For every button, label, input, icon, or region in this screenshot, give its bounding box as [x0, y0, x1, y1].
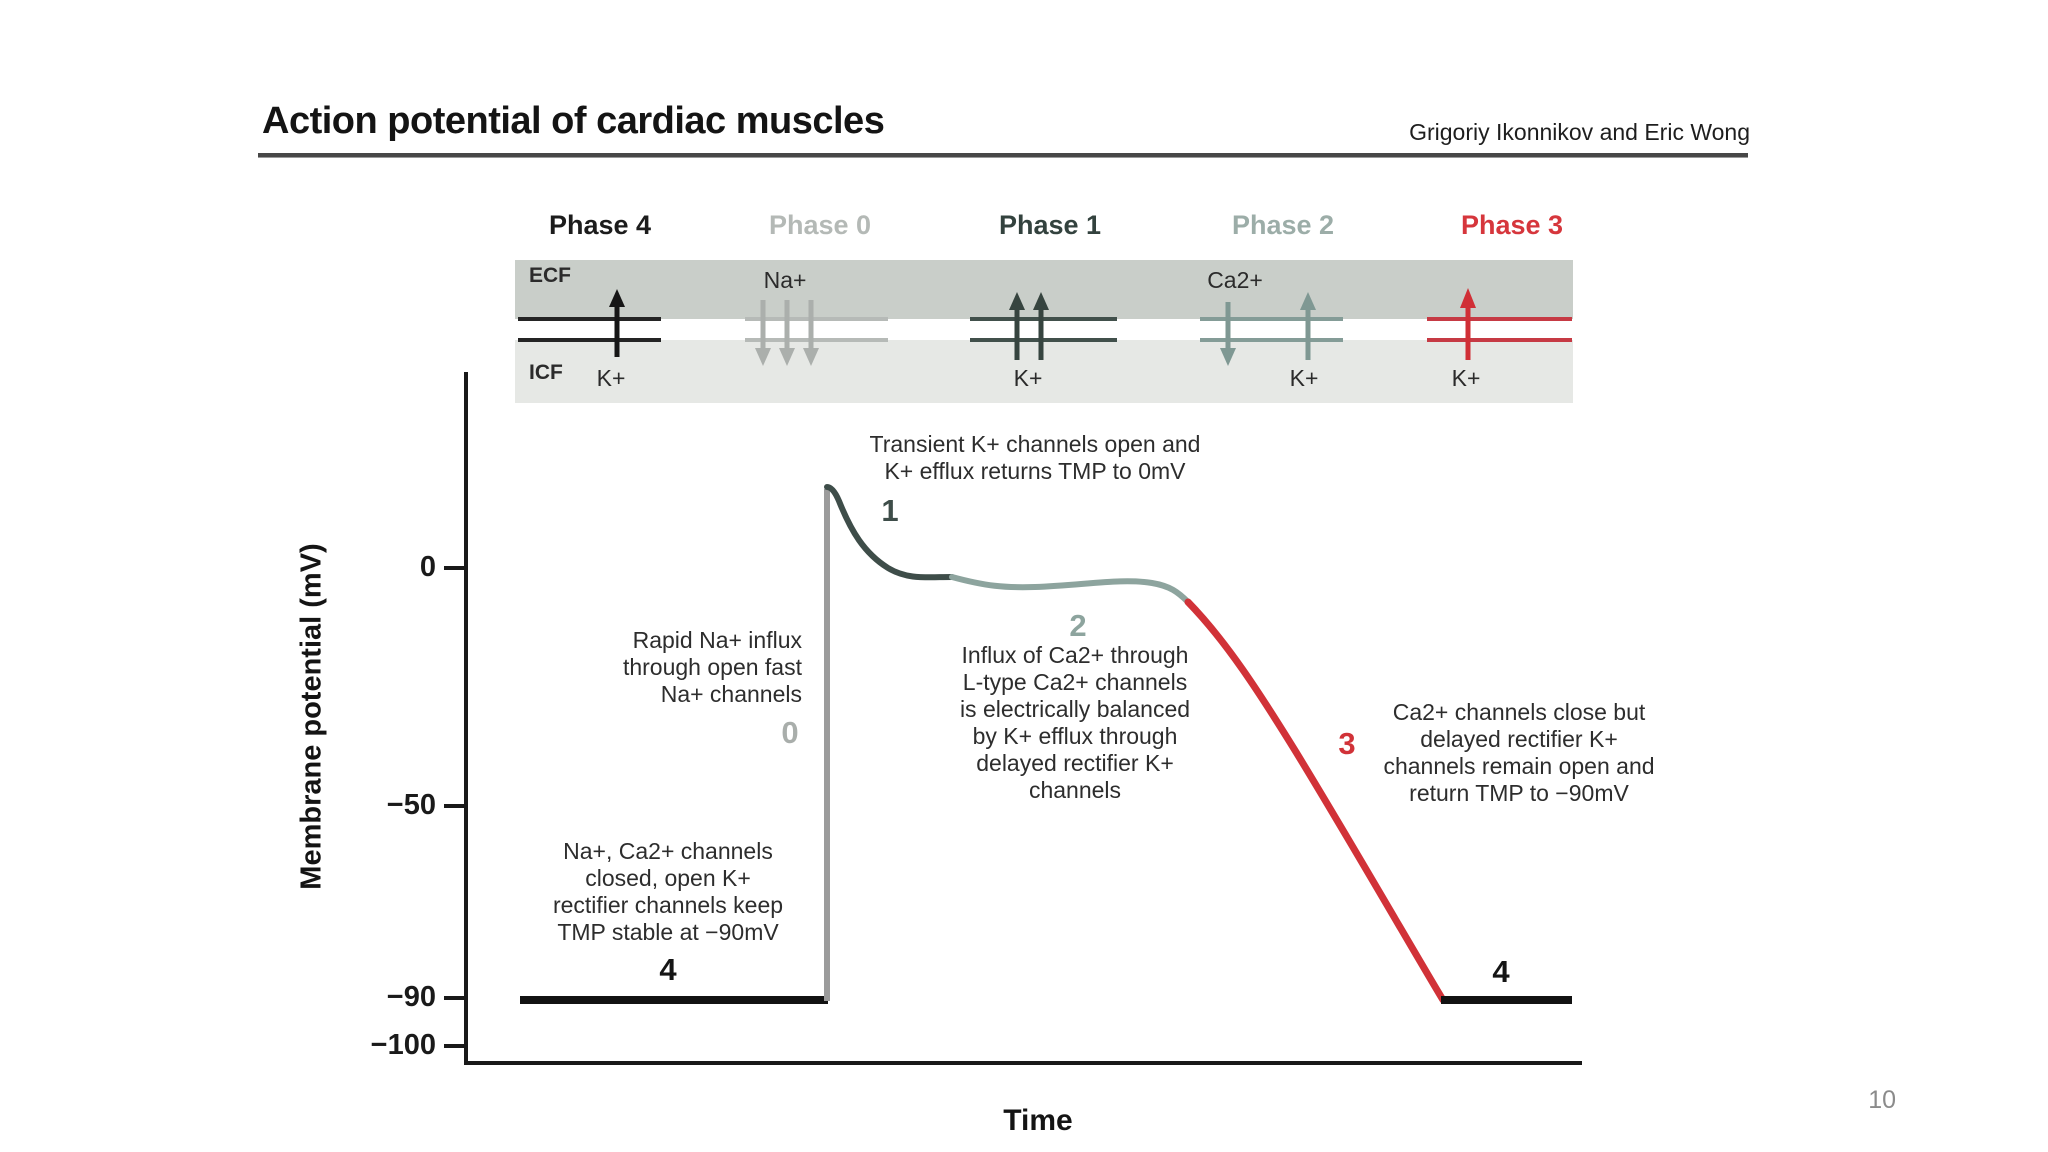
curve-phase1	[824, 484, 955, 581]
y-axis-ticks	[444, 566, 466, 1048]
page-title: Action potential of cardiac muscles	[262, 100, 885, 142]
curve-phase2	[949, 574, 1191, 605]
ca-influx-arrow-phase2	[1220, 302, 1236, 366]
phase4-annotation: Na+, Ca2+ channels closed, open K+ recti…	[552, 838, 784, 945]
membrane-phase2-lines	[1200, 317, 1343, 342]
phase-label-1: Phase 1	[998, 210, 1102, 240]
k-efflux-arrow-phase4	[609, 289, 625, 357]
page-number: 10	[1868, 1086, 1896, 1114]
y-tick-0: 0	[419, 551, 436, 583]
membrane-phase3-lines	[1427, 317, 1572, 342]
k-ion-label-phase1: K+	[1013, 365, 1043, 391]
phase-label-3: Phase 3	[1460, 210, 1564, 240]
phase3-annotation: Ca2+ channels close but delayed rectifie…	[1383, 699, 1655, 806]
k-efflux-arrow-phase3	[1460, 288, 1476, 360]
icf-band	[515, 340, 1573, 403]
k-efflux-arrow-phase2	[1300, 292, 1316, 360]
phase0-number: 0	[781, 715, 799, 750]
membrane-phase0-lines	[745, 317, 888, 342]
k-ion-label-phase3: K+	[1451, 365, 1481, 391]
y-tick-minus100: −100	[370, 1029, 436, 1061]
ecf-label: ECF	[529, 264, 571, 287]
x-axis-title: Time	[1003, 1104, 1073, 1137]
chart-axes	[464, 372, 1582, 1065]
y-tick-minus90: −90	[386, 981, 436, 1013]
curve-phase3	[1184, 598, 1447, 1004]
phase4-left-number: 4	[659, 952, 677, 987]
authors: Grigoriy Ikonnikov and Eric Wong	[1409, 119, 1750, 145]
na-ion-label: Na+	[763, 267, 807, 293]
k-ion-label-phase4: K+	[596, 365, 626, 391]
phase-label-4: Phase 4	[548, 210, 652, 240]
phase1-annotation: Transient K+ channels open and K+ efflux…	[869, 431, 1201, 484]
phase-label-0: Phase 0	[768, 210, 872, 240]
na-influx-arrows-phase0	[755, 300, 819, 366]
phase4-right-number: 4	[1492, 954, 1510, 989]
phase2-number: 2	[1069, 608, 1087, 643]
phase-label-2: Phase 2	[1231, 210, 1335, 240]
phase3-number: 3	[1338, 726, 1356, 761]
ca-ion-label: Ca2+	[1207, 267, 1263, 293]
k-ion-label-phase2: K+	[1289, 365, 1319, 391]
membrane-phase4-lines	[518, 317, 661, 342]
title-divider	[258, 153, 1748, 158]
y-axis-title: Membrane potential (mV)	[295, 543, 328, 890]
phase0-annotation: Rapid Na+ influx through open fast Na+ c…	[622, 627, 802, 707]
ecf-band	[515, 260, 1573, 319]
y-tick-minus50: −50	[386, 789, 436, 821]
icf-label: ICF	[529, 361, 563, 384]
k-efflux-arrows-phase1	[1009, 292, 1049, 360]
phase2-annotation: Influx of Ca2+ through L-type Ca2+ chann…	[959, 642, 1191, 803]
phase1-number: 1	[881, 493, 899, 528]
